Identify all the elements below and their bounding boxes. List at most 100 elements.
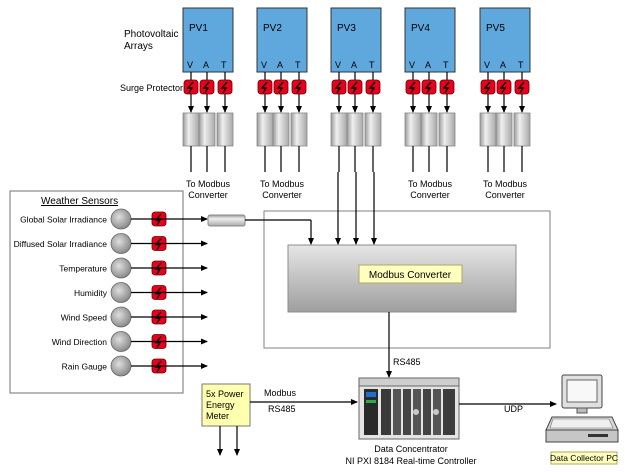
pv-panel <box>479 7 531 73</box>
sensor-cable-cylinder <box>207 214 246 227</box>
pv-caption-line2: Converter <box>410 190 450 200</box>
surge-protector-icon <box>331 79 347 95</box>
pv-terminal-label: A <box>277 60 283 70</box>
pv-panel <box>330 7 382 73</box>
sensor-cylinder <box>513 112 531 147</box>
sensor-icon <box>110 331 132 352</box>
surge-protector-icon <box>273 79 289 95</box>
sensor-icon <box>110 233 132 254</box>
sensor-label: Rain Gauge <box>62 362 108 372</box>
photovoltaic-label-line1: Photovoltaic <box>124 29 178 40</box>
data-concentrator-chassis <box>358 377 460 440</box>
pv-panel <box>256 7 308 73</box>
pv-terminal-label: A <box>203 60 209 70</box>
sensor-cylinder <box>479 112 497 147</box>
surge-protector-icon <box>183 79 199 95</box>
pv-terminal-label: T <box>221 60 227 70</box>
sensor-row: Wind Direction <box>52 331 208 352</box>
sensor-cylinder <box>346 112 364 147</box>
surge-protector-icon <box>257 79 273 95</box>
sensor-cylinder <box>420 112 438 147</box>
sensor-cylinder <box>290 112 308 147</box>
data-collector-label: Data Collector PC <box>550 453 618 463</box>
sensor-cylinder <box>182 112 200 147</box>
sensor-cylinder <box>272 112 290 147</box>
sensor-cylinder <box>330 112 348 147</box>
pv-terminal-label: A <box>425 60 431 70</box>
sensor-row: Global Solar Irradiance <box>20 208 208 230</box>
pv-name: PV5 <box>486 23 505 34</box>
sensor-row: Rain Gauge <box>62 355 208 377</box>
sensor-label: Diffused Solar Irradiance <box>14 239 108 249</box>
modbus-converter-label: Modbus Converter <box>369 270 452 281</box>
sensor-icon <box>110 282 132 303</box>
pv-terminal-label: V <box>187 60 193 70</box>
pv-caption-line1: To Modbus <box>260 179 305 189</box>
power-meter-label-line2: Energy <box>206 400 235 410</box>
pv-panel <box>404 7 456 73</box>
pv-caption-line2: Converter <box>262 190 302 200</box>
sensor-cylinder <box>404 112 422 147</box>
pv-caption-line2: Converter <box>188 190 228 200</box>
sensor-cylinder <box>256 112 274 147</box>
sensor-label: Humidity <box>74 288 108 298</box>
rs485-label: RS485 <box>393 357 421 367</box>
photovoltaic-label-line2: Arrays <box>124 41 153 52</box>
sensor-label: Wind Speed <box>61 313 108 323</box>
sensor-cylinder <box>216 112 234 147</box>
surge-protector-icon <box>514 79 530 95</box>
pv-terminal-label: A <box>351 60 357 70</box>
rs485-meter-label: RS485 <box>268 404 296 414</box>
sensor-label: Temperature <box>59 264 107 274</box>
sensor-icon <box>110 257 132 279</box>
data-concentrator-label-line1: Data Concentrator <box>374 444 448 454</box>
pv-terminal-label: V <box>261 60 267 70</box>
weather-sensors-title: Weather Sensors <box>41 196 118 207</box>
sensor-icon <box>110 306 132 328</box>
modbus-label: Modbus <box>264 388 297 398</box>
pv-terminal-label: V <box>409 60 415 70</box>
computer-icon <box>545 374 619 443</box>
sensor-row: Humidity <box>74 282 208 303</box>
sensor-cylinder <box>198 112 216 147</box>
pv-terminal-label: V <box>335 60 341 70</box>
sensor-cylinder <box>495 112 513 147</box>
pv-caption-line1: To Modbus <box>408 179 453 189</box>
modbus-converter-label-box <box>358 264 463 284</box>
pv-terminal-label: T <box>443 60 449 70</box>
sensor-cylinder <box>438 112 456 147</box>
surge-protector-icon <box>365 79 381 95</box>
pv-terminal-label: A <box>500 60 506 70</box>
pv-name: PV4 <box>411 23 430 34</box>
surge-protector-icon <box>347 79 363 95</box>
pv-name: PV3 <box>337 23 356 34</box>
pv-name: PV2 <box>263 23 282 34</box>
surge-protector-icon <box>496 79 512 95</box>
surge-protector-icon <box>480 79 496 95</box>
pv-caption-line2: Converter <box>485 190 525 200</box>
sensor-row: Diffused Solar Irradiance <box>14 233 208 254</box>
sensor-icon <box>110 355 132 377</box>
pv-panel <box>182 7 234 73</box>
pv-terminal-label: V <box>484 60 490 70</box>
surge-protector-icon <box>421 79 437 95</box>
pv-terminal-label: T <box>518 60 524 70</box>
data-concentrator-label-line2: NI PXI 8184 Real-time Controller <box>345 456 476 466</box>
sensor-row: Temperature <box>59 257 208 279</box>
pv-name: PV1 <box>189 23 208 34</box>
surge-protector-icon <box>439 79 455 95</box>
udp-label: UDP <box>504 404 523 414</box>
sensor-icon <box>110 208 132 230</box>
pv-caption-line1: To Modbus <box>186 179 231 189</box>
power-meter-label-line3: Meter <box>206 411 229 421</box>
power-meter-label-line1: 5x Power <box>206 389 244 399</box>
sensor-label: Wind Direction <box>52 337 108 347</box>
data-collector-label-box <box>550 451 618 465</box>
